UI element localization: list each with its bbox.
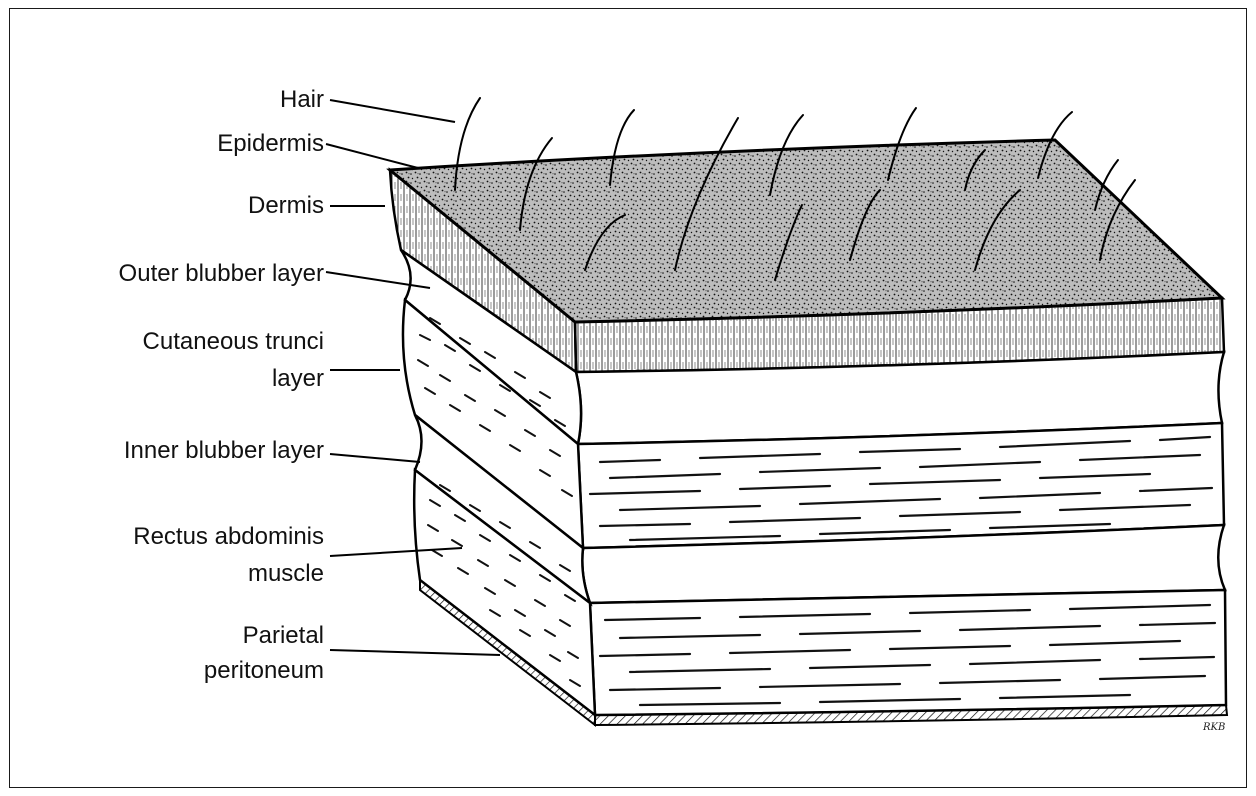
label-inner-blubber: Inner blubber layer <box>124 436 324 465</box>
label-epidermis: Epidermis <box>217 129 324 158</box>
rectus-front <box>590 590 1226 715</box>
label-dermis: Dermis <box>248 191 324 220</box>
label-outer-blubber: Outer blubber layer <box>119 259 324 288</box>
label-rectus-line2: muscle <box>248 559 324 588</box>
label-parietal-line2: peritoneum <box>204 656 324 685</box>
label-hair: Hair <box>280 85 324 114</box>
label-cutaneous-trunci-line1: Cutaneous trunci <box>143 327 324 356</box>
label-cutaneous-trunci-line2: layer <box>272 364 324 393</box>
artist-signature: RKB <box>1203 722 1225 733</box>
label-parietal-line1: Parietal <box>243 621 324 650</box>
label-rectus-line1: Rectus abdominis <box>133 522 324 551</box>
